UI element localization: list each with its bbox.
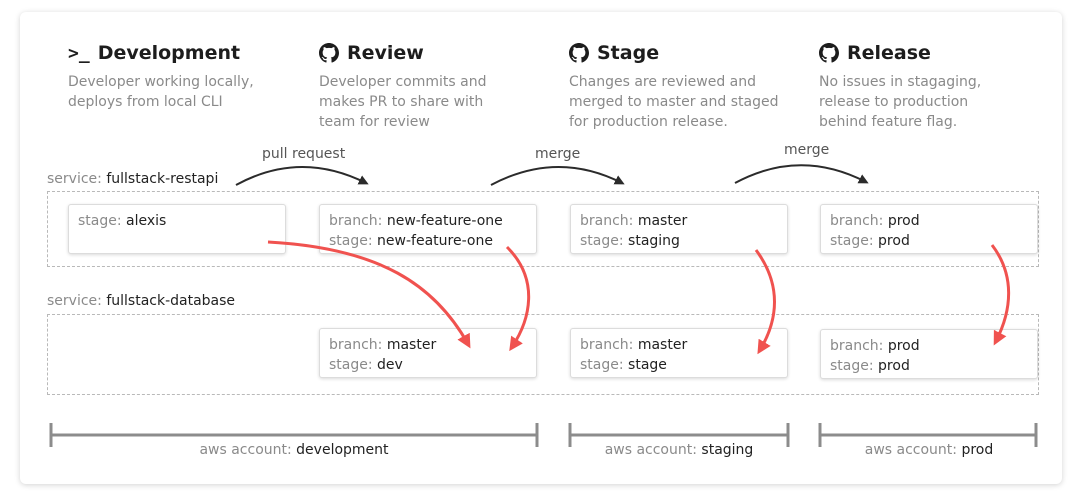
stage-description: No issues in stagaging, release to produ… xyxy=(819,74,982,130)
stage-release: Release No issues in stagaging, release … xyxy=(819,40,1049,132)
stage-title: Release xyxy=(847,42,931,64)
github-icon xyxy=(819,43,839,63)
stage-title: Development xyxy=(97,42,241,64)
stage-description: Developer working locally, deploys from … xyxy=(68,74,254,110)
github-icon xyxy=(319,43,339,63)
account-label-staging: aws account: staging xyxy=(604,442,754,458)
stage-description: Developer commits and makes PR to share … xyxy=(319,74,487,130)
card-restapi-release: branch: prod stage: prod xyxy=(820,204,1038,254)
service-box-restapi xyxy=(47,191,1039,267)
card-database-review: branch: master stage: dev xyxy=(319,328,537,378)
github-icon xyxy=(569,43,589,63)
service-box-database xyxy=(47,314,1039,395)
flow-label-merge: merge xyxy=(535,146,581,162)
stage-title: Stage xyxy=(597,42,660,64)
stage-stage: Stage Changes are reviewed and merged to… xyxy=(569,40,799,132)
stage-review: Review Developer commits and makes PR to… xyxy=(319,40,549,132)
stage-development: >_ Development Developer working locally… xyxy=(68,40,298,112)
stage-description: Changes are reviewed and merged to maste… xyxy=(569,74,779,130)
flow-label-merge: merge xyxy=(784,142,830,158)
account-label-prod: aws account: prod xyxy=(864,442,994,458)
card-restapi-stage: branch: master stage: staging xyxy=(570,204,788,254)
account-label-development: aws account: development xyxy=(199,442,389,458)
stage-title: Review xyxy=(347,42,424,64)
card-database-stage: branch: master stage: stage xyxy=(570,328,788,378)
card-restapi-review: branch: new-feature-one stage: new-featu… xyxy=(319,204,537,254)
terminal-icon: >_ xyxy=(68,42,90,64)
card-database-release: branch: prod stage: prod xyxy=(820,329,1038,379)
service-label-restapi: service: fullstack-restapi xyxy=(47,171,219,187)
service-label-database: service: fullstack-database xyxy=(47,293,236,309)
card-restapi-development: stage: alexis xyxy=(68,204,286,254)
flow-label-pull-request: pull request xyxy=(262,146,346,162)
